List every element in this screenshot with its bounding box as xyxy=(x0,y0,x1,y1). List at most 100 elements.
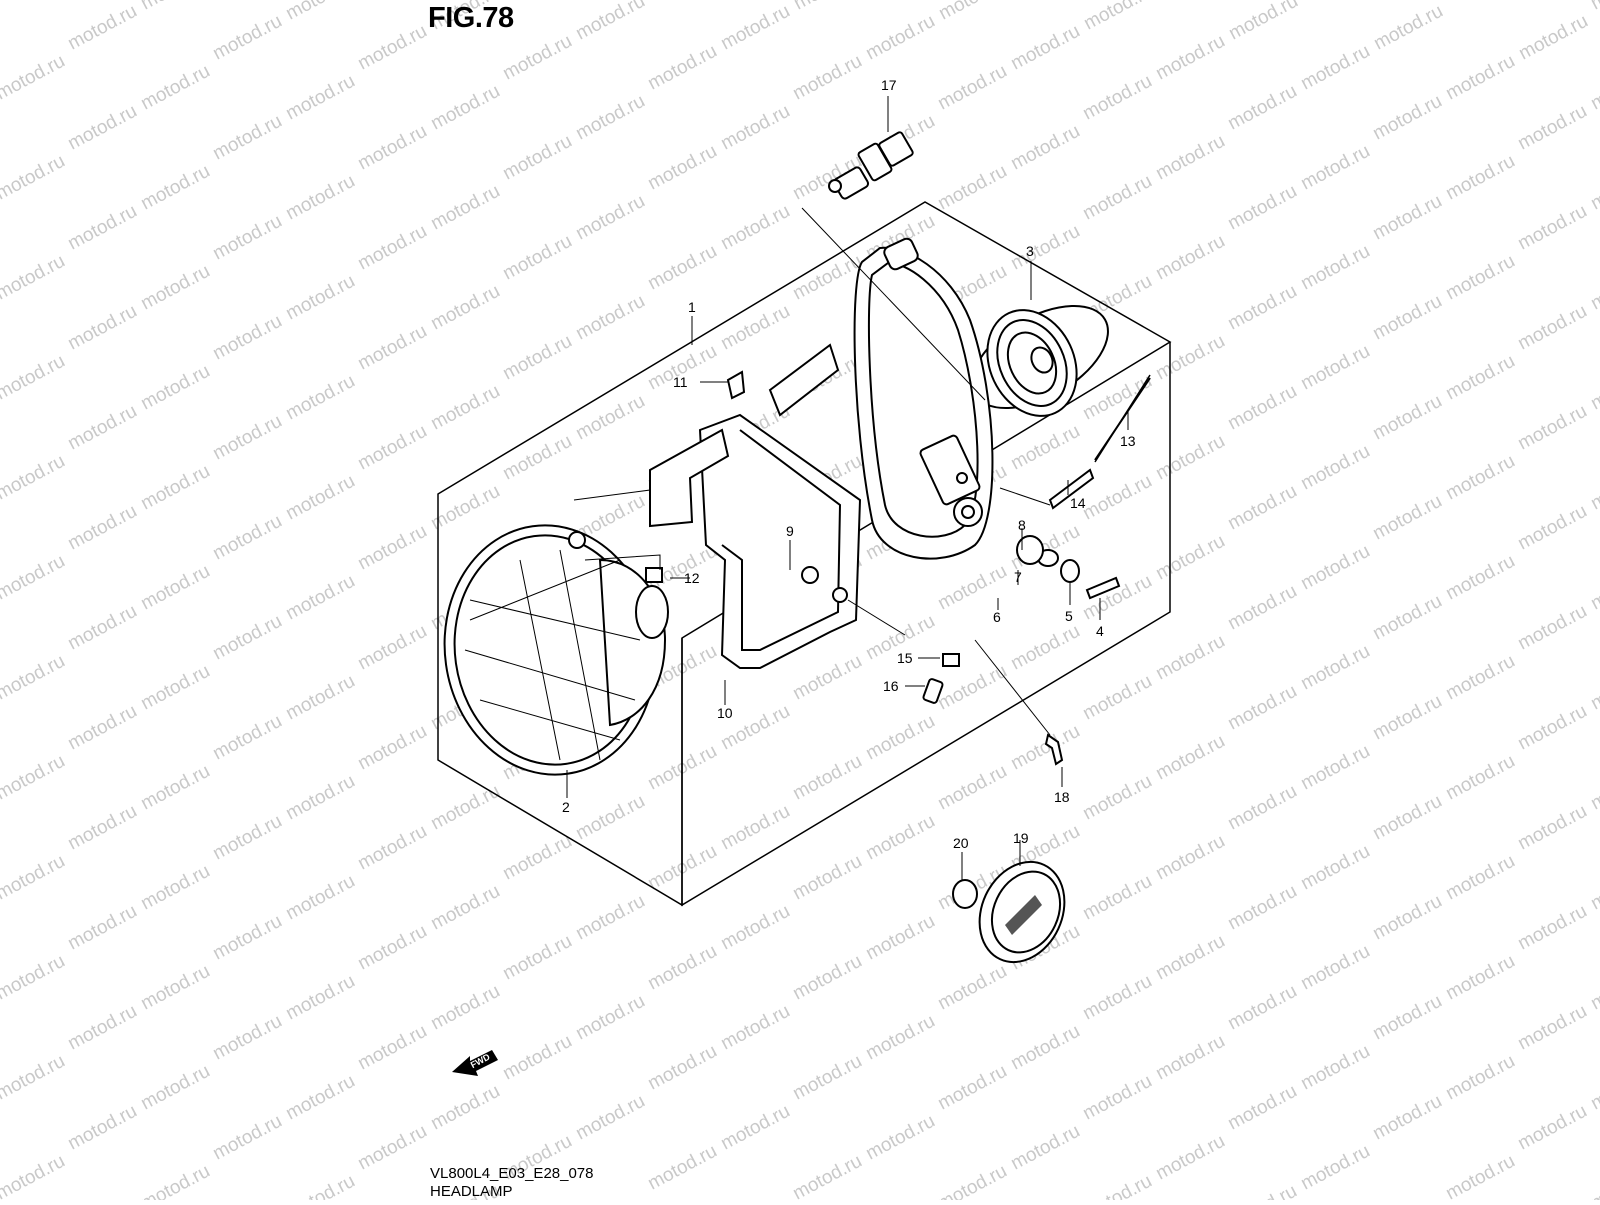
watermark-text: motod.ru xyxy=(0,851,69,905)
watermark-text: motod.ru xyxy=(1224,81,1300,135)
watermark-text: motod.ru xyxy=(717,301,793,355)
watermark-text: motod.ru xyxy=(1514,301,1590,355)
watermark-text: motod.ru xyxy=(572,0,648,44)
watermark-text: motod.ru xyxy=(282,171,358,225)
callout-16: 16 xyxy=(883,678,899,694)
watermark-text: motod.ru xyxy=(0,651,69,705)
headlamp-cover-part xyxy=(971,304,1109,417)
watermark-text: motod.ru xyxy=(427,381,503,435)
headlamp-unit-part xyxy=(443,524,669,776)
callout-6: 6 xyxy=(993,609,1001,625)
watermark-text: motod.ru xyxy=(427,281,503,335)
watermark-text: motod.ru xyxy=(64,601,140,655)
callout-15: 15 xyxy=(897,650,913,666)
watermark-text: motod.ru xyxy=(1587,0,1600,14)
watermark-text: motod.ru xyxy=(644,141,720,195)
headlamp-housing-bracket xyxy=(853,237,994,560)
nut-part-15 xyxy=(942,653,960,667)
watermark-text: motod.ru xyxy=(1007,621,1083,675)
watermark-text: motod.ru xyxy=(1152,231,1228,285)
watermark-text: motod.ru xyxy=(137,61,213,115)
watermark-text: motod.ru xyxy=(1442,1051,1518,1105)
watermark-text: motod.ru xyxy=(789,651,865,705)
watermark-text: motod.ru xyxy=(1007,1121,1083,1175)
watermark-text: motod.ru xyxy=(0,0,69,4)
watermark-text: motod.ru xyxy=(1369,1091,1445,1145)
watermark-text: motod.ru xyxy=(644,1041,720,1095)
watermark-text: motod.ru xyxy=(137,861,213,915)
watermark-text: motod.ru xyxy=(1587,261,1600,315)
watermark-text: motod.ru xyxy=(1514,501,1590,555)
watermark-text: motod.ru xyxy=(1224,581,1300,635)
watermark-text: motod.ru xyxy=(354,121,430,175)
leader-lines xyxy=(566,96,1129,880)
watermark-text: motod.ru xyxy=(1369,691,1445,745)
watermark-text: motod.ru xyxy=(1442,751,1518,805)
watermark-text: motod.ru xyxy=(0,1151,69,1200)
watermark-text: motod.ru xyxy=(209,111,285,165)
callout-12: 12 xyxy=(684,570,700,586)
watermark-text: motod.ru xyxy=(209,411,285,465)
watermark-text: motod.ru xyxy=(1079,971,1155,1025)
watermark-text: motod.ru xyxy=(717,1001,793,1055)
watermark-text: motod.ru xyxy=(427,181,503,235)
watermark-text: motod.ru xyxy=(934,1161,1010,1200)
watermark-text: motod.ru xyxy=(1297,741,1373,795)
watermark-text: motod.ru xyxy=(790,0,866,14)
watermark-text: motod.ru xyxy=(644,941,720,995)
screw-part-13 xyxy=(1094,374,1151,463)
watermark-text: motod.ru xyxy=(282,771,358,825)
watermark-text: motod.ru xyxy=(137,961,213,1015)
watermark-text: motod.ru xyxy=(354,621,430,675)
watermark-text: motod.ru xyxy=(1224,381,1300,435)
watermark-text: motod.ru xyxy=(789,751,865,805)
watermark-text: motod.ru xyxy=(789,1051,865,1105)
watermark-text: motod.ru xyxy=(282,271,358,325)
watermark-text: motod.ru xyxy=(1442,251,1518,305)
watermark-text: motod.ru xyxy=(354,421,430,475)
watermark-text: motod.ru xyxy=(1224,281,1300,335)
watermark-text: motod.ru xyxy=(354,521,430,575)
watermark-text: motod.ru xyxy=(1007,421,1083,475)
figure-title: FIG.78 xyxy=(428,2,514,34)
watermark-text: motod.ru xyxy=(427,881,503,935)
watermark-text: motod.ru xyxy=(0,151,69,205)
watermark-text: motod.ru xyxy=(0,51,69,105)
watermark-text: motod.ru xyxy=(1442,0,1518,4)
watermark-text: motod.ru xyxy=(1079,771,1155,825)
watermark-text: motod.ru xyxy=(572,191,648,245)
watermark-text: motod.ru xyxy=(1297,841,1373,895)
bulb-part xyxy=(828,131,914,200)
watermark-text: motod.ru xyxy=(137,661,213,715)
watermark-text: motod.ru xyxy=(427,1081,503,1135)
watermark-text: motod.ru xyxy=(1442,551,1518,605)
callout-1: 1 xyxy=(688,299,696,315)
watermark-text: motod.ru xyxy=(934,661,1010,715)
watermark-text: motod.ru xyxy=(1587,961,1600,1015)
watermark-text: motod.ru xyxy=(499,131,575,185)
watermark-text: motod.ru xyxy=(137,461,213,515)
watermark-text: motod.ru xyxy=(572,891,648,945)
watermark-text: motod.ru xyxy=(354,321,430,375)
watermark-text: motod.ru xyxy=(209,211,285,265)
watermark-text: motod.ru xyxy=(1587,761,1600,815)
watermark-text: motod.ru xyxy=(1442,1151,1518,1200)
callout-2: 2 xyxy=(562,799,570,815)
watermark-text: motod.ru xyxy=(1079,671,1155,725)
watermark-text: motod.ru xyxy=(1515,11,1591,65)
watermark-text: motod.ru xyxy=(572,1091,648,1145)
forward-arrow-icon: FWD xyxy=(452,1050,498,1076)
watermark-text: motod.ru xyxy=(137,1161,213,1200)
callout-19: 19 xyxy=(1013,830,1029,846)
watermark-text: motod.ru xyxy=(1514,101,1590,155)
watermark-text: motod.ru xyxy=(572,291,648,345)
watermark-text: motod.ru xyxy=(282,71,358,125)
watermark-text: motod.ru xyxy=(1297,241,1373,295)
watermark-text: motod.ru xyxy=(789,1151,865,1200)
watermark-text: motod.ru xyxy=(1442,951,1518,1005)
watermark-text: motod.ru xyxy=(1442,151,1518,205)
watermark-text: motod.ru xyxy=(1224,1181,1300,1200)
watermark-text: motod.ru xyxy=(862,811,938,865)
watermark-text: motod.ru xyxy=(1369,91,1445,145)
watermark-text: motod.ru xyxy=(354,821,430,875)
